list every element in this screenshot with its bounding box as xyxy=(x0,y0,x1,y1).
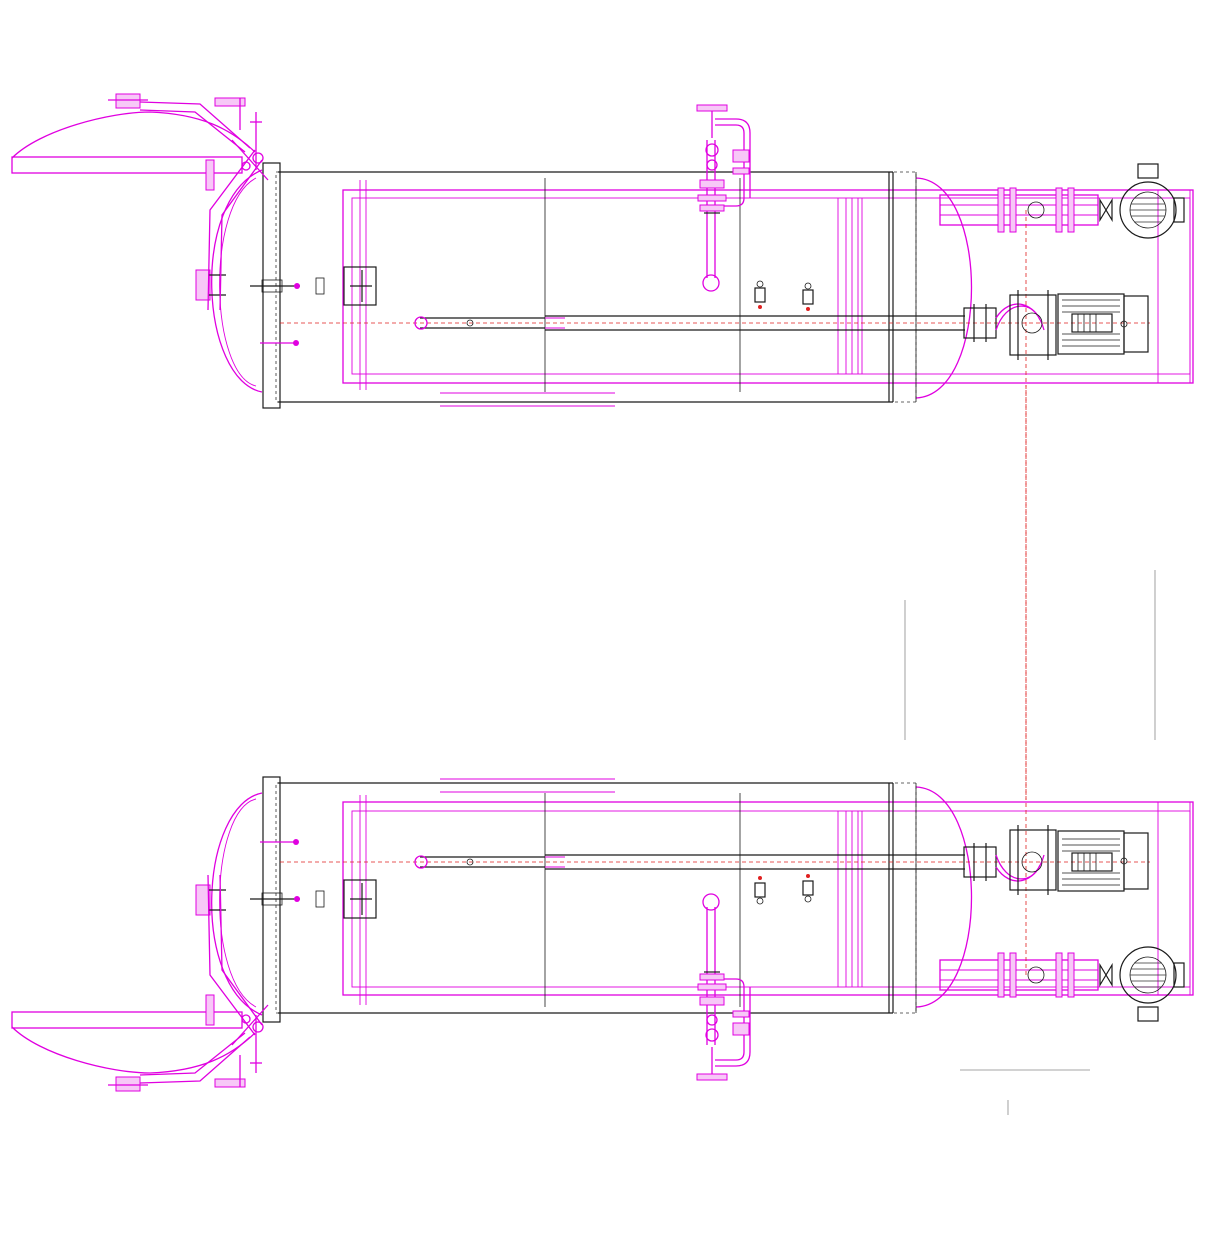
lower-vessel-unit xyxy=(11,384,1194,1092)
upper-vessel-unit xyxy=(11,93,1194,801)
construction-lines xyxy=(904,570,1156,1115)
